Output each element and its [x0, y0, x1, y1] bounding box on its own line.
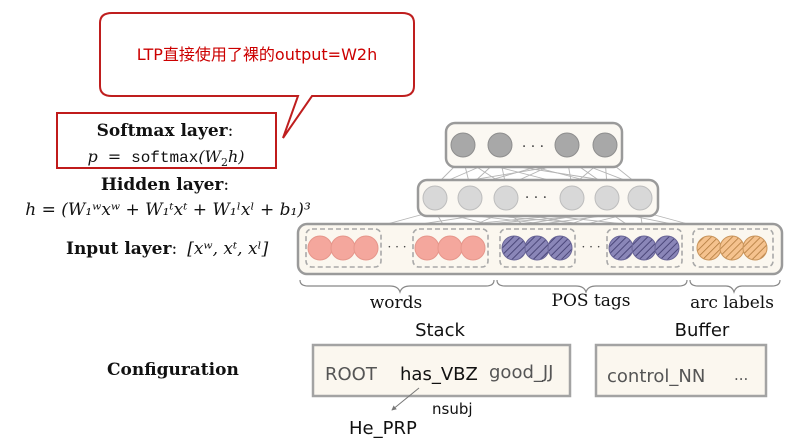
buffer-title: Buffer: [675, 320, 730, 341]
softmax-layer-title: Softmax layer: [97, 121, 229, 141]
hidden-unit: [493, 185, 519, 211]
word-unit: [414, 235, 440, 261]
softmax-label-box: [56, 112, 277, 169]
softmax-formula-sub: 2: [221, 156, 228, 169]
words-label: words: [370, 293, 423, 313]
stack-box: [311, 343, 572, 398]
dependent-word: He_PRP: [349, 418, 417, 439]
softmax-units: [450, 132, 618, 158]
hidden-layer-title: Hidden layer: [101, 175, 225, 195]
softmax-formula-eq: =: [108, 147, 121, 166]
hidden-unit: [559, 185, 585, 211]
softmax-layer-title-line: Softmax layer:: [97, 121, 234, 141]
hidden-layer-title-line: Hidden layer:: [101, 175, 229, 195]
softmax-unit: [450, 132, 476, 158]
hidden-units: [422, 185, 653, 211]
buffer-box: [594, 343, 768, 398]
words-brace: [299, 279, 495, 294]
arc-labels-brace: [689, 279, 781, 294]
input-layer-title: Input layer: [66, 239, 172, 259]
softmax-formula-arg: (W: [198, 147, 222, 166]
softmax-layer-box: [444, 121, 624, 169]
pos-tags-label: POS tags: [552, 291, 631, 311]
pos-group-1: [499, 228, 576, 268]
input-ellipsis-pos: · · ·: [581, 240, 600, 254]
pos-unit: [654, 235, 680, 261]
buffer-item-ellipsis: ...: [734, 366, 748, 384]
pos-brace: [496, 279, 688, 294]
hidden-unit: [627, 185, 653, 211]
pos-unit: [501, 235, 527, 261]
arc-label-unit: [696, 235, 722, 261]
callout-text: LTP直接使用了裸的output=W2h: [137, 45, 377, 64]
arc-label-unit: [719, 235, 745, 261]
arc-labels-label: arc labels: [690, 293, 774, 313]
arc-label-group: [692, 228, 774, 268]
word-unit: [460, 235, 486, 261]
hidden-unit: [457, 185, 483, 211]
word-unit: [437, 235, 463, 261]
pos-unit: [547, 235, 573, 261]
buffer-item-control: control_NN: [607, 366, 705, 387]
pos-unit: [608, 235, 634, 261]
word-unit: [307, 235, 333, 261]
softmax-unit: [592, 132, 618, 158]
softmax-formula-fn: softmax: [131, 149, 198, 167]
hidden-layer-colon: :: [223, 175, 229, 195]
pos-group-2: [606, 228, 683, 268]
stack-item-good: good_JJ: [489, 362, 554, 383]
stack-item-root: ROOT: [325, 364, 378, 385]
input-ellipsis-words: · · ·: [387, 240, 406, 254]
hidden-unit: [422, 185, 448, 211]
input-layer-colon: :: [171, 239, 177, 259]
nsubj-label: nsubj: [432, 400, 473, 418]
callout-bubble: [99, 12, 415, 139]
softmax-formula-lhs: p: [87, 147, 97, 166]
arc-label-unit: [742, 235, 768, 261]
word-unit: [330, 235, 356, 261]
nsubj-arrow: [391, 387, 420, 411]
configuration-label: Configuration: [107, 360, 239, 380]
word-unit: [353, 235, 379, 261]
word-group-2: [412, 228, 489, 268]
pos-unit: [631, 235, 657, 261]
softmax-formula: p = softmax(W2h): [87, 147, 244, 169]
word-group-1: [305, 228, 382, 268]
stack-title: Stack: [415, 320, 465, 341]
hidden-unit: [594, 185, 620, 211]
input-layer-formula: [xʷ, xᵗ, xˡ]: [187, 239, 268, 259]
stack-item-has: has_VBZ: [400, 364, 478, 385]
softmax-unit: [487, 132, 513, 158]
pos-unit: [524, 235, 550, 261]
input-layer-title-line: Input layer: [xʷ, xᵗ, xˡ]: [66, 239, 269, 259]
softmax-formula-end: h): [228, 147, 245, 166]
softmax-layer-colon: :: [228, 121, 234, 141]
hidden-ellipsis: · · ·: [525, 190, 547, 206]
input-units: [307, 235, 768, 261]
hidden-layer-formula: h = (W₁ʷxʷ + W₁ᵗxᵗ + W₁ˡxˡ + b₁)³: [25, 200, 311, 220]
softmax-unit: [554, 132, 580, 158]
softmax-ellipsis: · · ·: [522, 139, 544, 155]
